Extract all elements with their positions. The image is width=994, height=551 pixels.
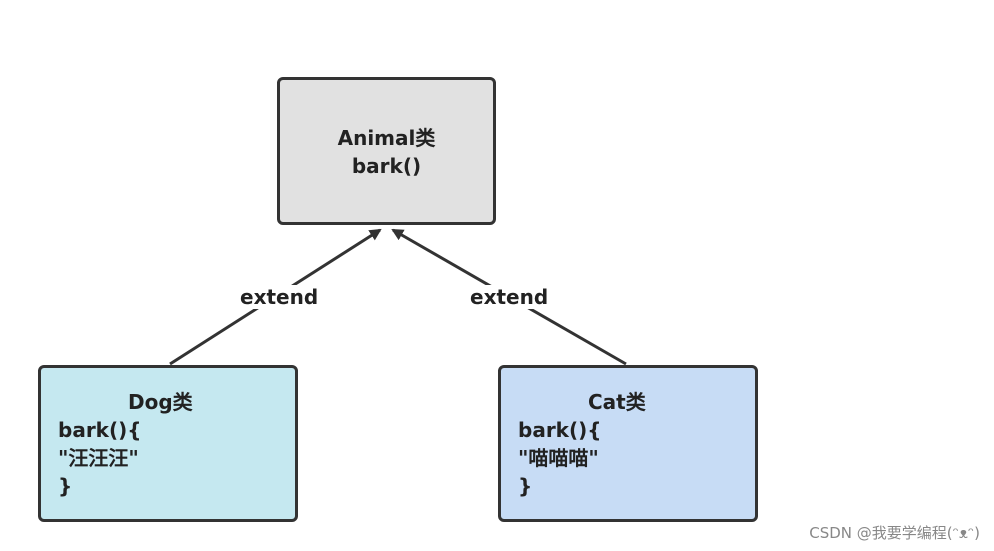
cat-class-close: }	[518, 474, 533, 498]
dog-class-body: "汪汪汪"	[58, 446, 139, 470]
animal-class-method: bark()	[351, 154, 422, 178]
cat-class-method: bark(){	[518, 418, 602, 442]
dog-class-name: Dog类	[128, 390, 193, 414]
dog-class-box: Dog类 bark(){ "汪汪汪" }	[38, 365, 298, 522]
animal-class-name: Animal类	[337, 126, 436, 150]
watermark-text: CSDN @我要学编程(ᵔᴥᵔ)	[809, 524, 980, 542]
cat-class-name: Cat类	[588, 390, 646, 414]
extend-label-cat: extend	[468, 285, 551, 309]
animal-class-box: Animal类 bark()	[277, 77, 496, 225]
extend-label-dog: extend	[238, 285, 321, 309]
cat-class-body: "喵喵喵"	[518, 446, 599, 470]
dog-class-close: }	[58, 474, 73, 498]
dog-class-method: bark(){	[58, 418, 142, 442]
cat-class-box: Cat类 bark(){ "喵喵喵" }	[498, 365, 758, 522]
